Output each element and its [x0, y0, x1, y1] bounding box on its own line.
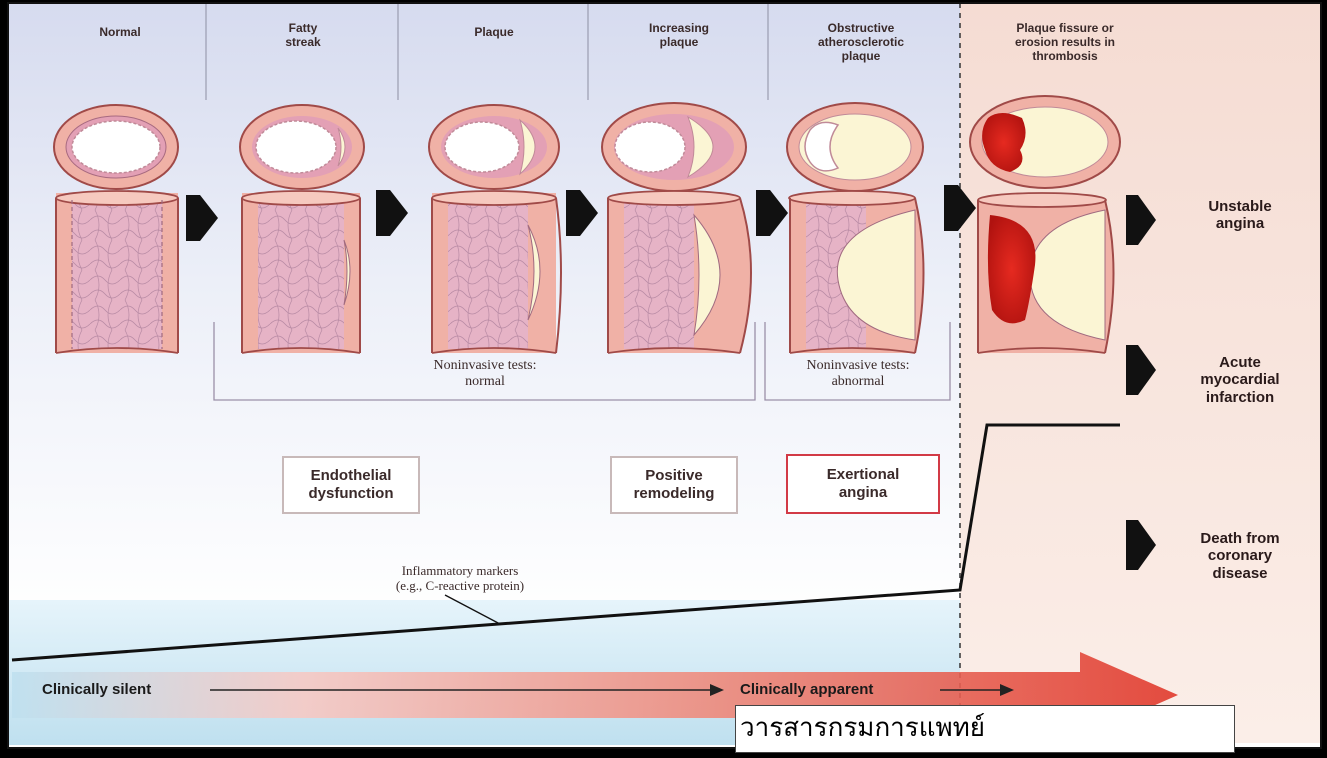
stage-thrombosis-cross-section	[970, 96, 1120, 188]
outcome-unstable-angina: Unstable angina	[1170, 198, 1310, 233]
stage-plaque-cross-section	[429, 105, 559, 189]
tests-normal-label: Noninvasive tests: normal	[395, 358, 575, 390]
stage-normal-cross-section	[54, 105, 178, 189]
stage-obstructive-vessel	[789, 191, 924, 353]
tests-abnormal-label: Noninvasive tests: abnormal	[768, 358, 948, 390]
endothelial-dysfunction-box: Endothelial dysfunction	[282, 456, 420, 514]
stage-label-increasing-plaque: Increasing plaque	[604, 22, 754, 50]
stage-fatty-streak-vessel	[242, 191, 360, 353]
stage-label-obstructive: Obstructive atherosclerotic plaque	[786, 22, 936, 63]
stage-normal-vessel	[56, 191, 178, 353]
stage-label-normal: Normal	[45, 26, 195, 40]
timeline-silent-label: Clinically silent	[42, 681, 151, 698]
stage-fatty-streak-cross-section	[240, 105, 364, 189]
stage-label-fatty-streak: Fatty streak	[228, 22, 378, 50]
stage-increasing-plaque-cross-section	[602, 103, 746, 191]
outcome-death: Death from coronary disease	[1170, 530, 1310, 582]
stage-label-thrombosis: Plaque fissure or erosion results in thr…	[975, 22, 1155, 63]
journal-caption: วารสารกรมการแพทย์	[735, 705, 1235, 753]
positive-remodeling-box: Positive remodeling	[610, 456, 738, 514]
stage-increasing-plaque-vessel	[608, 191, 751, 353]
stage-label-plaque: Plaque	[419, 26, 569, 40]
exertional-angina-box: Exertional angina	[786, 454, 940, 514]
stage-plaque-vessel	[432, 191, 561, 353]
stage-thrombosis-vessel	[978, 193, 1114, 353]
inflammatory-markers-label: Inflammatory markers (e.g., C-reactive p…	[360, 564, 560, 594]
timeline-apparent-label: Clinically apparent	[740, 681, 873, 698]
outcome-acute-mi: Acute myocardial infarction	[1170, 354, 1310, 406]
stage-obstructive-cross-section	[787, 103, 923, 191]
